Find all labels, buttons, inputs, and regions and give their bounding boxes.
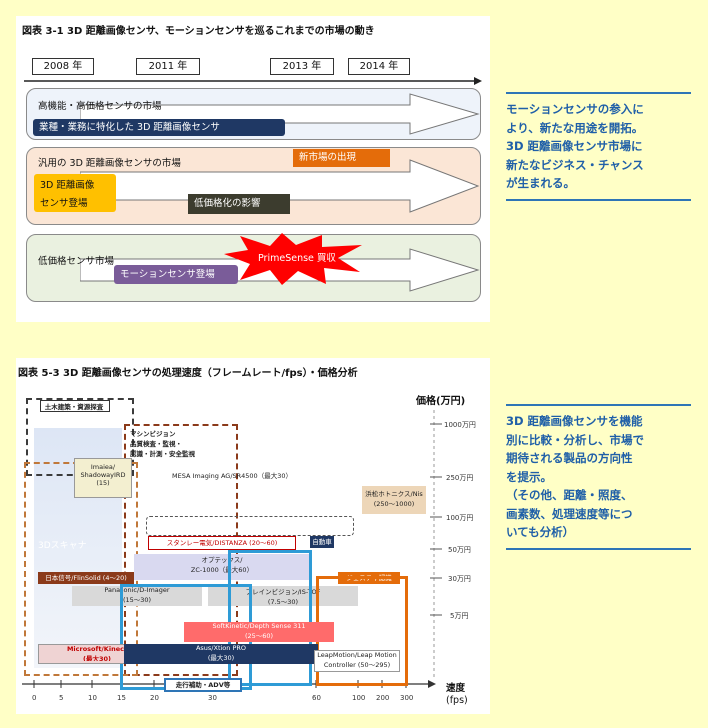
- band2-debut-line1: 3D 距離画像: [40, 180, 95, 191]
- side1-line: 新たなビジネス・チャンス: [506, 157, 644, 172]
- band3-motion-sensor: モーションセンサ登場: [114, 265, 238, 284]
- mesa-box: MESA Imaging AG/SR4500（最大30）: [172, 472, 292, 480]
- price-axis-label: 価格(万円): [416, 396, 466, 407]
- figure-speed-price: 図表 5-3 3D 距離画像センサの処理速度（フレームレート/fps）・価格分析…: [16, 358, 490, 714]
- side-note-analysis: 3D 距離画像センサを機能 別に比較・分析し、市場で 期待される製品の方向性 を…: [506, 404, 691, 550]
- civil-tag: [40, 400, 110, 412]
- band3-label: 低価格センサ市場: [38, 256, 115, 267]
- price-tick: 50万円: [448, 546, 471, 554]
- band1-label: 高機能・高価格センサの市場: [38, 101, 162, 112]
- side2-line: 画素数、処理速度等につ: [506, 506, 633, 521]
- side1-line: より、新たな用途を開拓。: [506, 120, 644, 135]
- side2-line: （その他、距離・照度、: [506, 488, 633, 502]
- scanner-label: 3Dスキャナ: [38, 541, 87, 551]
- civil-label: 土木建築・資源探査: [44, 403, 104, 411]
- lmi-box: Imaiea/ ShadowayIRD (15): [74, 458, 132, 498]
- x-tick: 0: [32, 694, 37, 702]
- x-tick: 5: [59, 694, 64, 702]
- panasonic-box: Panasonic/D-Imager (15～30): [72, 586, 202, 606]
- side2-line: を提示。: [506, 469, 552, 484]
- auto-box: 自動車: [310, 536, 334, 548]
- timeline-arrow: [24, 77, 482, 85]
- band2-label: 汎用の 3D 距離画像センサの市場: [38, 158, 181, 169]
- adv-box: 走行補助・ADV等: [164, 678, 242, 692]
- x-tick: 300: [400, 694, 414, 702]
- side-note-motion-sensor: モーションセンサの参入に より、新たな用途を開拓。 3D 距離画像センサ市場に …: [506, 92, 691, 201]
- speed-axis-label: 速度: [446, 683, 466, 694]
- side1-line: モーションセンサの参入に: [506, 102, 644, 116]
- leap-box: LeapMotion/Leap Motion Controller (50～29…: [314, 650, 400, 672]
- x-tick: 10: [88, 694, 97, 702]
- x-tick: 100: [352, 694, 366, 702]
- hamamatsu-box: 浜松ホトニクス/Nis (250～1000): [362, 486, 426, 514]
- figure2-title: 図表 5-3 3D 距離画像センサの処理速度（フレームレート/fps）・価格分析: [18, 368, 358, 379]
- x-tick: 20: [150, 694, 159, 702]
- price-tick: 100万円: [446, 514, 474, 522]
- primesense-burst: [224, 233, 362, 285]
- side2-line: 3D 距離画像センサを機能: [506, 414, 643, 428]
- side1-line: 3D 距離画像センサ市場に: [506, 139, 643, 153]
- side2-line: いても分析）: [506, 525, 575, 539]
- softkinetic-box: SoftKinetic/Depth Sense 311 (25～60): [184, 622, 334, 642]
- x-tick: 60: [312, 694, 321, 702]
- side2-line: 別に比較・分析し、市場で: [506, 432, 644, 447]
- band2-low-price-effect: 低価格化の影響: [188, 194, 290, 214]
- speed-axis-unit: (fps): [446, 695, 468, 706]
- machine-vision-label: マシンビジョン 品質検査・監視・ 認識・計測・安全監視: [130, 430, 195, 458]
- price-tick: 30万円: [448, 575, 471, 583]
- band2-debut-box: 3D 距離画像 センサ登場: [34, 174, 116, 212]
- side1-line: が生まれる。: [506, 176, 575, 190]
- band2-arrow: [80, 159, 480, 213]
- stanley-box: スタンレー電気/DISTANZA (20～60): [148, 536, 296, 550]
- brainvision-box: ブレインビジョン/IS-TOF (7.5～30): [208, 586, 358, 606]
- band1-tag-industry-sensor: 業種・業務に特化した 3D 距離画像センサ: [33, 119, 285, 136]
- year-2008: 2008 年: [32, 58, 94, 75]
- optex-box: オプテックス/ ZC-1000（最大60）: [134, 554, 310, 580]
- side2-line: 期待される製品の方向性: [506, 451, 633, 465]
- year-2013: 2013 年: [270, 58, 334, 75]
- price-tick: 250万円: [446, 474, 474, 482]
- x-tick: 200: [376, 694, 390, 702]
- nippon-box: 日本信号/FlinSolid (4～20): [38, 572, 134, 584]
- figure1-title: 図表 3-1 3D 距離画像センサ、モーションセンサを巡るこれまでの市場の動き: [22, 26, 375, 37]
- price-axis: [430, 410, 442, 678]
- year-2011: 2011 年: [136, 58, 200, 75]
- primesense-label: PrimeSense 買収: [258, 253, 336, 264]
- band2-debut-line2: センサ登場: [40, 198, 88, 209]
- band2-new-market: 新市場の出現: [293, 149, 390, 167]
- x-tick: 30: [208, 694, 217, 702]
- price-tick: 1000万円: [444, 421, 476, 429]
- auto-dash-group: [146, 516, 354, 536]
- price-tick: 5万円: [450, 612, 469, 620]
- x-tick: 15: [117, 694, 126, 702]
- year-2014: 2014 年: [348, 58, 410, 75]
- microsoft-box: Microsoft/Kinect (最大30): [66, 645, 128, 661]
- blue-frame-b: [228, 550, 312, 686]
- asus-box: Asus/Xtion PRO (最大30): [124, 644, 318, 664]
- figure-market-trends: 図表 3-1 3D 距離画像センサ、モーションセンサを巡るこれまでの市場の動き …: [16, 16, 490, 322]
